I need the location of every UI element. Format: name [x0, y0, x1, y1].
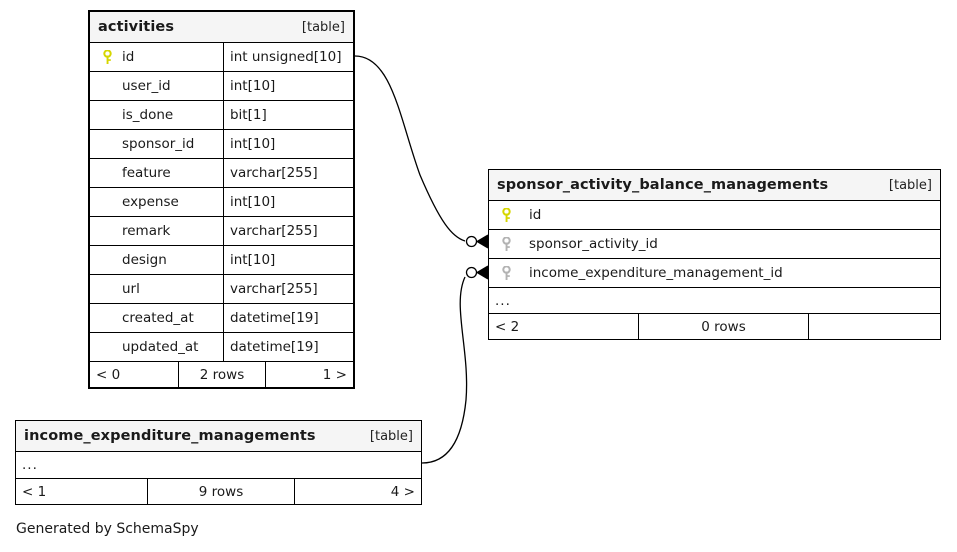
row-count: 0 rows [638, 314, 809, 339]
prev-page-link[interactable]: < 2 [495, 318, 520, 335]
table-row[interactable]: id int unsigned[10] [90, 43, 353, 72]
column-type: int[10] [222, 246, 353, 274]
table-row[interactable]: user_id int[10] [90, 72, 353, 101]
crows-foot-sponsor-activity-id [465, 234, 489, 249]
more-columns-ellipsis: ... [489, 288, 940, 314]
primary-key-icon [96, 49, 118, 65]
table-row[interactable]: sponsor_id int[10] [90, 130, 353, 159]
column-type: datetime[19] [222, 333, 353, 361]
column-name: income_expenditure_management_id [529, 265, 783, 281]
column-type: datetime[19] [222, 304, 353, 332]
column-type: int unsigned[10] [222, 43, 353, 71]
table-sponsor-activity-balance-managements-name: sponsor_activity_balance_managements [497, 177, 829, 193]
column-type: varchar[255] [222, 217, 353, 245]
table-activities-header: activities [table] [90, 12, 353, 43]
primary-key-icon [495, 207, 517, 223]
foreign-key-icon [495, 265, 517, 281]
table-sponsor-activity-balance-managements-tag: [table] [888, 177, 932, 193]
column-type: int[10] [222, 130, 353, 158]
column-type: varchar[255] [222, 159, 353, 187]
table-row[interactable]: id [489, 201, 940, 230]
column-name: sponsor_activity_id [529, 236, 658, 252]
table-row[interactable]: updated_at datetime[19] [90, 333, 353, 362]
next-page-link[interactable]: 4 > [390, 483, 415, 500]
table-income-expenditure-managements-tag: [table] [369, 428, 413, 444]
table-income-expenditure-managements-name: income_expenditure_managements [24, 428, 316, 444]
more-columns-ellipsis: ... [16, 452, 421, 479]
table-income-expenditure-managements[interactable]: income_expenditure_managements [table] .… [15, 420, 422, 505]
column-name: is_done [122, 107, 174, 123]
table-sponsor-activity-balance-managements-header: sponsor_activity_balance_managements [ta… [489, 170, 940, 201]
column-name: created_at [122, 310, 194, 326]
table-row[interactable]: feature varchar[255] [90, 159, 353, 188]
next-page-link[interactable]: 1 > [322, 366, 347, 383]
column-name: updated_at [122, 339, 199, 355]
column-type: int[10] [222, 72, 353, 100]
table-row[interactable]: design int[10] [90, 246, 353, 275]
column-name: expense [122, 194, 179, 210]
generated-by-credit: Generated by SchemaSpy [16, 521, 199, 537]
table-row[interactable]: sponsor_activity_id [489, 230, 940, 259]
foreign-key-icon [495, 236, 517, 252]
table-income-expenditure-managements-header: income_expenditure_managements [table] [16, 421, 421, 452]
table-activities-footer: < 0 2 rows 1 > [90, 362, 353, 387]
table-sponsor-activity-balance-managements[interactable]: sponsor_activity_balance_managements [ta… [488, 169, 941, 340]
table-income-expenditure-managements-footer: < 1 9 rows 4 > [16, 479, 421, 504]
table-row[interactable]: remark varchar[255] [90, 217, 353, 246]
column-name: remark [122, 223, 171, 239]
column-type: int[10] [222, 188, 353, 216]
row-count: 9 rows [147, 479, 295, 504]
table-activities[interactable]: activities [table] id int unsigned[10] u… [88, 10, 355, 389]
column-name: id [529, 207, 542, 223]
prev-page-link[interactable]: < 1 [22, 483, 47, 500]
row-count: 2 rows [178, 362, 266, 387]
table-row[interactable]: expense int[10] [90, 188, 353, 217]
table-row[interactable]: income_expenditure_management_id [489, 259, 940, 288]
table-activities-name: activities [98, 19, 175, 35]
table-activities-tag: [table] [301, 19, 345, 35]
table-row[interactable]: created_at datetime[19] [90, 304, 353, 333]
crows-foot-income-expenditure-management-id [465, 265, 489, 280]
table-row[interactable]: url varchar[255] [90, 275, 353, 304]
column-name: sponsor_id [122, 136, 195, 152]
column-name: feature [122, 165, 171, 181]
relationship-edge-activities-to-sponsor-activity-id [354, 55, 466, 242]
column-name: design [122, 252, 167, 268]
column-name: url [122, 281, 140, 297]
column-name: user_id [122, 78, 171, 94]
column-type: varchar[255] [222, 275, 353, 303]
column-type: bit[1] [222, 101, 353, 129]
prev-page-link[interactable]: < 0 [96, 366, 121, 383]
table-row[interactable]: is_done bit[1] [90, 101, 353, 130]
column-name: id [122, 49, 135, 65]
next-page-link[interactable] [809, 314, 940, 339]
relationship-edge-income-to-income-expenditure-management-id [421, 276, 468, 464]
table-sponsor-activity-balance-managements-footer: < 2 0 rows [489, 314, 940, 339]
